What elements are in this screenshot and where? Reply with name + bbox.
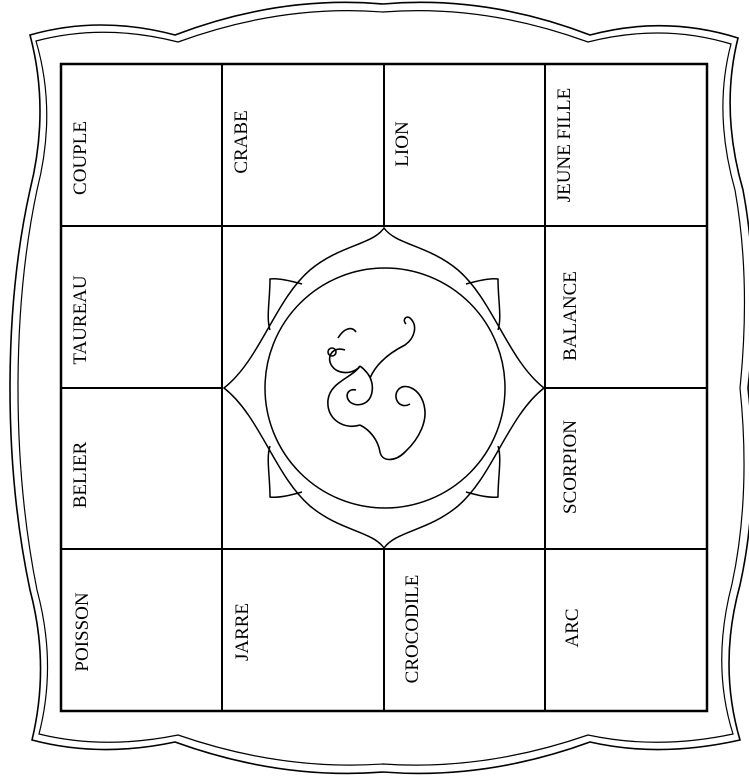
cell-label-jarre: JARRE	[232, 603, 253, 661]
cell-label-poisson: POISSON	[72, 592, 93, 671]
cell-label-scorpion: SCORPION	[560, 420, 581, 514]
om-icon	[328, 317, 425, 459]
cell-label-taureau: TAUREAU	[70, 275, 91, 365]
lotus-circle	[265, 268, 505, 508]
grid-lines	[61, 64, 707, 711]
cell-label-crocodile: CROCODILE	[402, 575, 423, 684]
cell-label-belier: BELIER	[70, 441, 91, 508]
cell-label-crabe: CRABE	[231, 110, 252, 173]
cell-label-balance: BALANCE	[560, 271, 581, 361]
cell-label-lion: LION	[392, 121, 413, 167]
cell-label-arc: ARC	[562, 608, 583, 647]
cell-label-jeune-fille: JEUNE FILLE	[554, 88, 575, 203]
cell-label-couple: COUPLE	[70, 121, 91, 195]
lotus-center	[224, 228, 544, 548]
lotus-outer-petals	[224, 228, 544, 548]
sign-labels: COUPLE CRABE LION JEUNE FILLE TAUREAU BA…	[70, 88, 583, 684]
